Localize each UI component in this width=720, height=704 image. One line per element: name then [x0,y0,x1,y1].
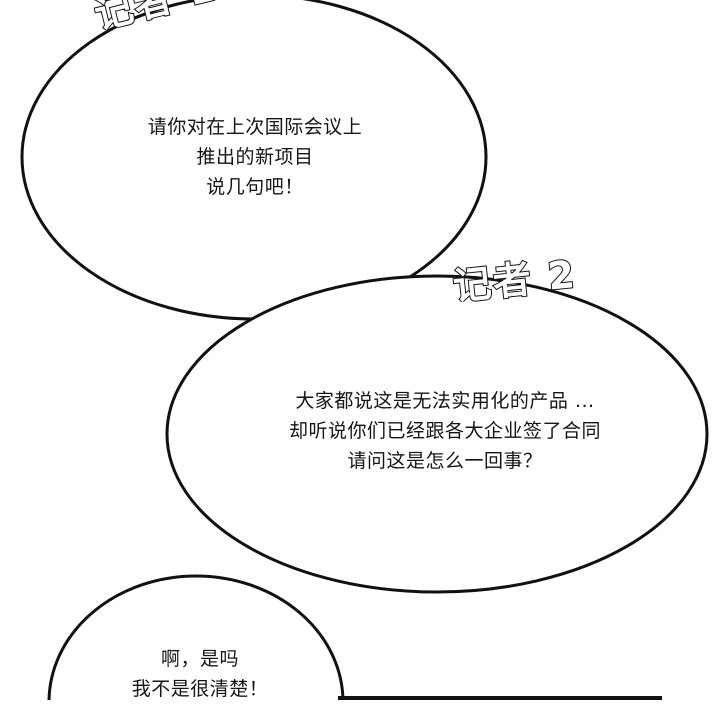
bubble-2-line-3: 请问这是怎么一回事？ [347,450,543,472]
bubble-2-text: 大家都说这是无法实用化的产品 ... 却听说你们已经跟各大企业签了合同 请问这是… [225,386,665,476]
bubble-1-text: 请你对在上次国际会议上 推出的新项目 说几句吧！ [100,112,410,202]
bubble-1-line-2: 推出的新项目 [196,146,314,168]
bubble-3-text: 啊，是吗 我不是很清楚！ [100,644,300,704]
bubble-3-line-1: 啊，是吗 [160,648,239,670]
bubble-1-line-3: 说几句吧！ [206,176,304,198]
speech-bubble-3 [47,574,345,700]
bubble-2-line-1: 大家都说这是无法实用化的产品 ... [295,390,595,412]
bubble-1-line-1: 请你对在上次国际会议上 [147,116,363,138]
speech-bubble-2 [165,274,709,594]
bubble-3-line-2: 我不是很清楚！ [131,678,269,700]
bubble-2-line-2: 却听说你们已经跟各大企业签了合同 [288,420,601,442]
